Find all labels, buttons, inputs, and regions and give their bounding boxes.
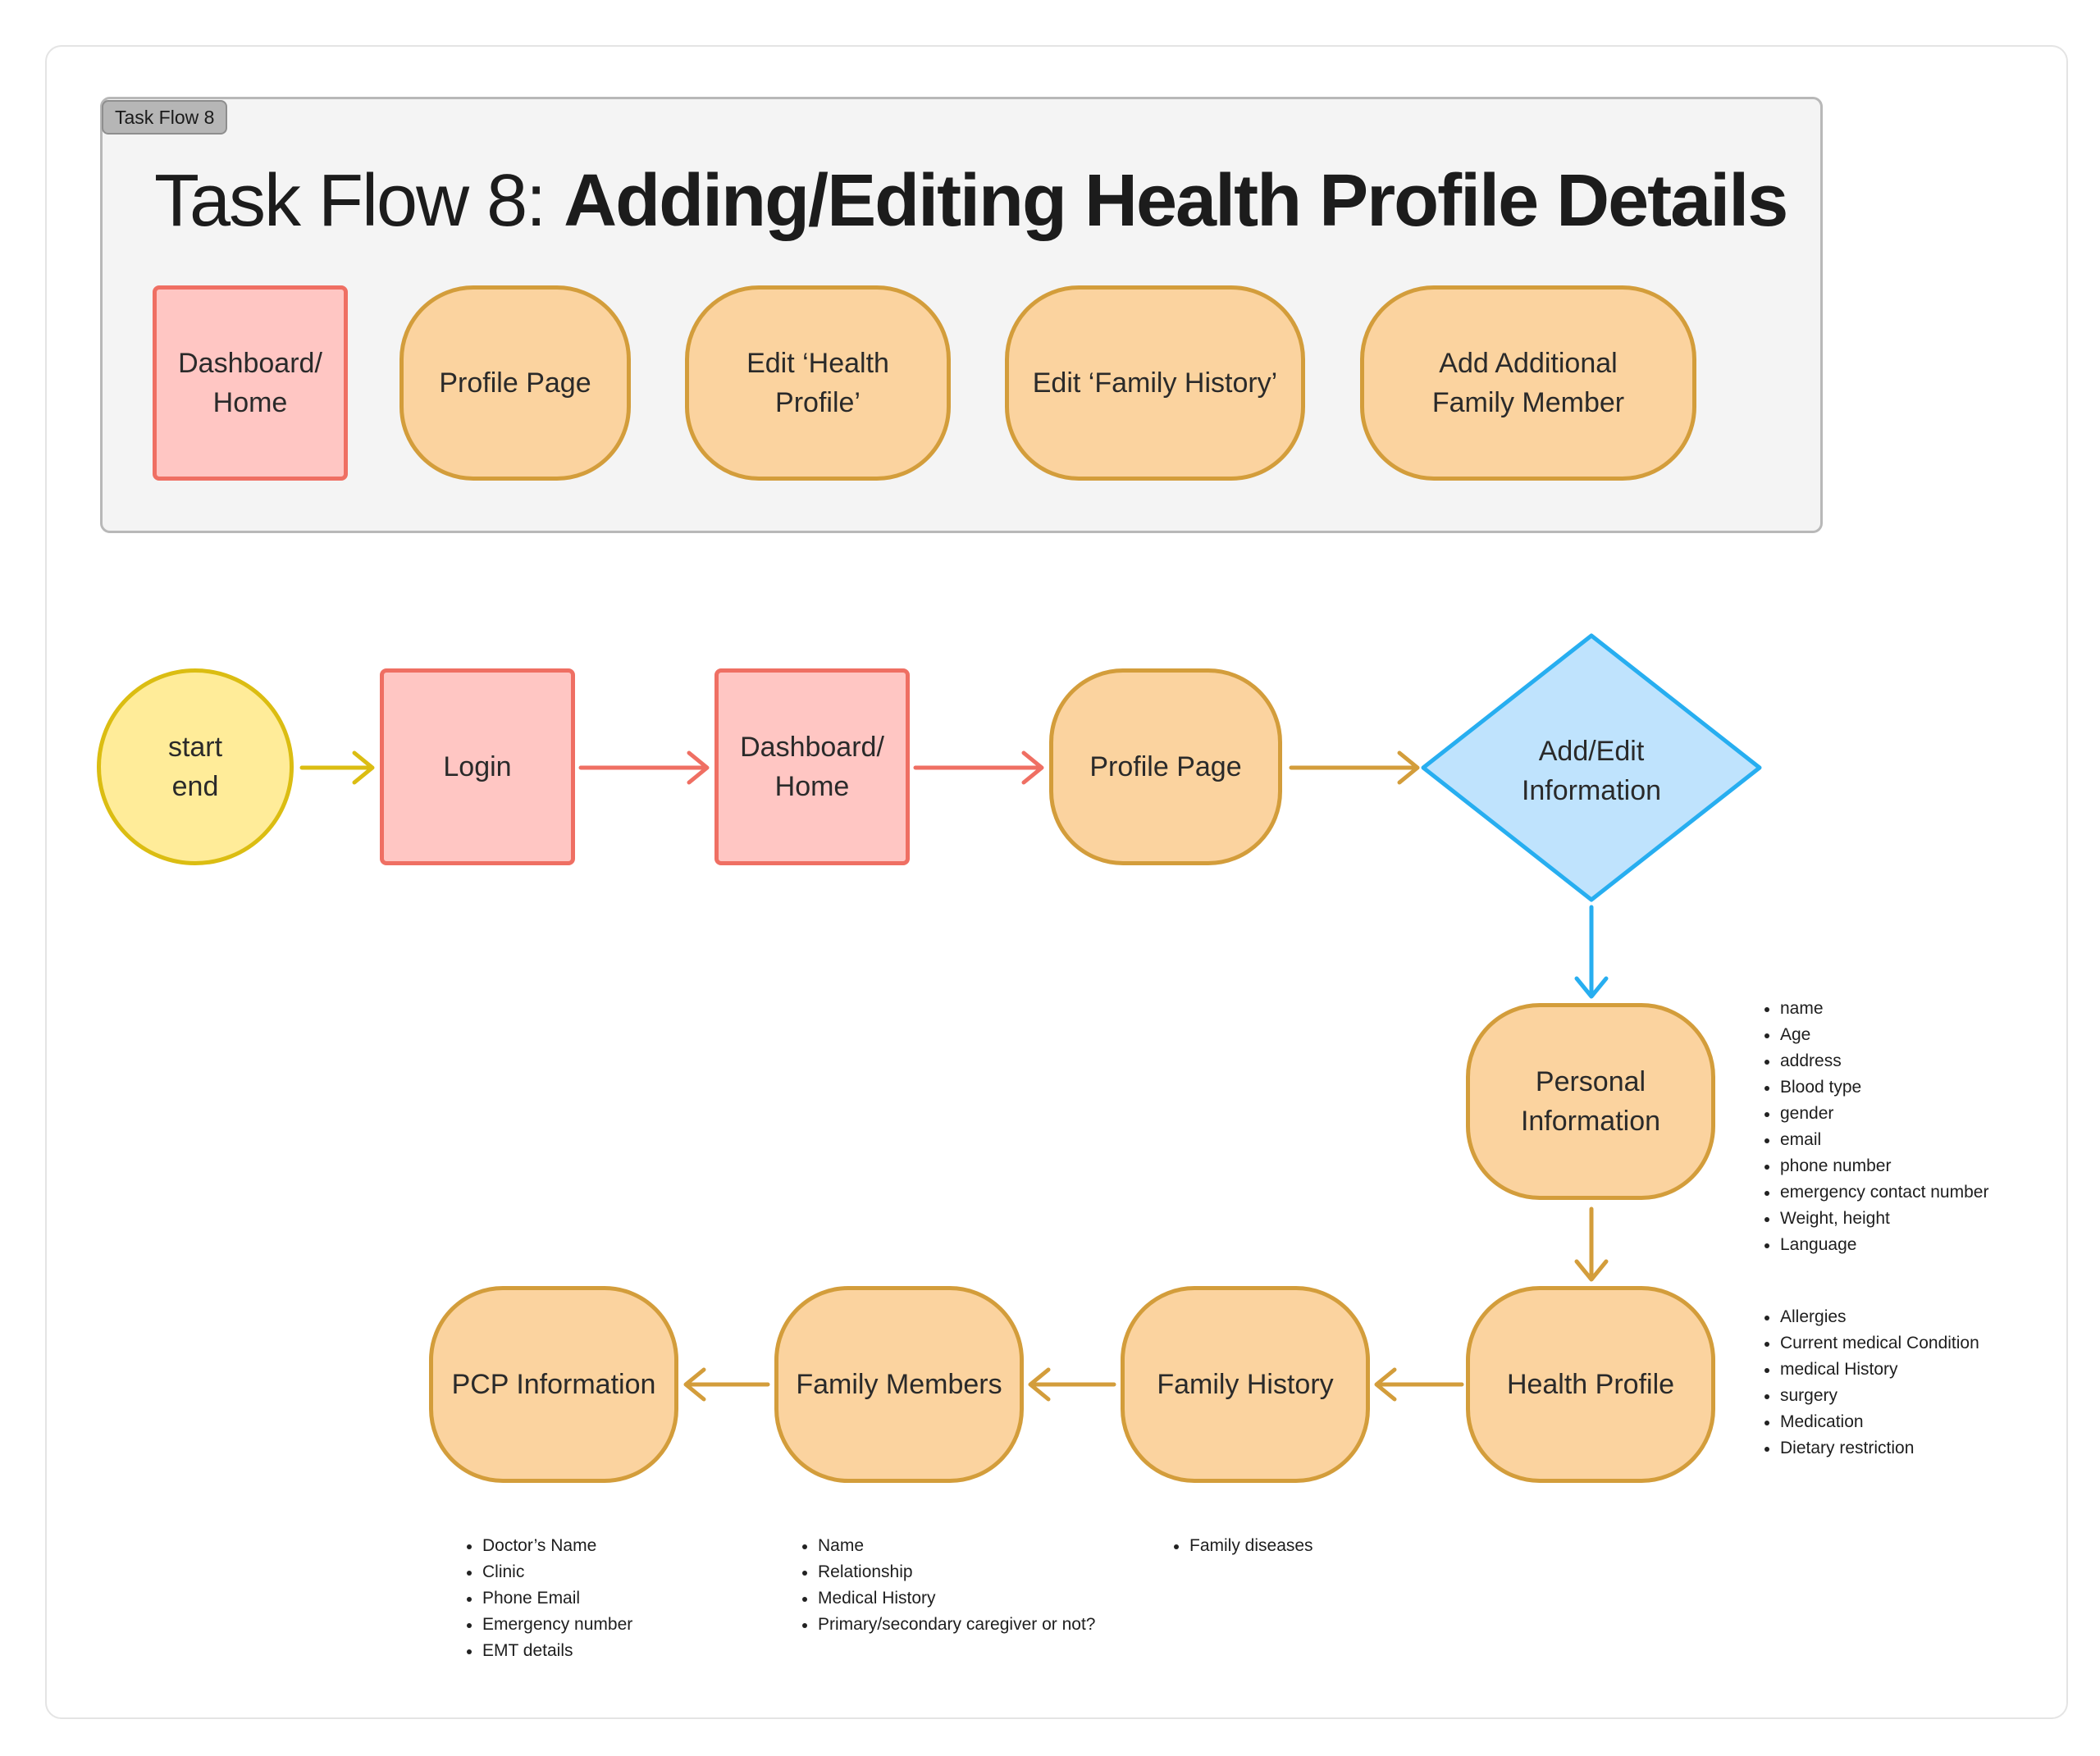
arrow-profile-to-decision (1289, 750, 1420, 785)
arrow-login-to-dashboard (578, 750, 710, 785)
node-label: Dashboard/Home (178, 348, 322, 418)
note-item: emergency contact number (1762, 1179, 1988, 1206)
note-item: Medication (1762, 1409, 1979, 1435)
dashboard-home-node[interactable]: Dashboard/Home (714, 668, 910, 865)
family-history-notes: Family diseases (1171, 1533, 1313, 1559)
section-tag[interactable]: Task Flow 8 (102, 100, 228, 135)
arrow-personal-to-health (1574, 1206, 1609, 1282)
note-item: surgery (1762, 1383, 1979, 1409)
note-item: Family diseases (1171, 1533, 1313, 1559)
title-main: Adding/Editing Health Profile Details (564, 160, 1788, 242)
login-node[interactable]: Login (380, 668, 575, 865)
note-item: address (1762, 1048, 1988, 1074)
add-edit-decision-diamond (1421, 633, 1762, 902)
node-label: Login (443, 751, 512, 782)
note-item: Emergency number (464, 1612, 632, 1638)
note-item: Doctor’s Name (464, 1533, 632, 1559)
legend-edit-health-profile[interactable]: Edit ‘Health Profile’ (685, 285, 951, 481)
note-item: name (1762, 996, 1988, 1022)
note-item: EMT details (464, 1638, 632, 1664)
note-item: Blood type (1762, 1074, 1988, 1101)
node-label: Edit ‘Health Profile’ (746, 348, 889, 418)
node-label: Family Members (796, 1369, 1002, 1400)
note-item: Dietary restriction (1762, 1435, 1979, 1462)
node-label: PCP Information (451, 1369, 656, 1400)
node-label: Health Profile (1506, 1369, 1675, 1400)
note-item: Language (1762, 1232, 1988, 1258)
note-item: medical History (1762, 1357, 1979, 1383)
page-title: Task Flow 8: Adding/Editing Health Profi… (154, 156, 1788, 246)
pcp-information-node[interactable]: PCP Information (429, 1286, 678, 1483)
note-item: Primary/secondary caregiver or not? (800, 1612, 1095, 1638)
note-item: Medical History (800, 1585, 1095, 1612)
health-profile-node[interactable]: Health Profile (1466, 1286, 1715, 1483)
profile-page-node[interactable]: Profile Page (1049, 668, 1282, 865)
arrow-members-to-pcp (683, 1367, 770, 1402)
arrow-decision-to-personal (1574, 905, 1609, 999)
note-item: phone number (1762, 1153, 1988, 1179)
note-item: Weight, height (1762, 1206, 1988, 1232)
note-item: Clinic (464, 1559, 632, 1585)
note-item: Phone Email (464, 1585, 632, 1612)
note-item: Age (1762, 1022, 1988, 1048)
node-label: Profile Page (1089, 751, 1242, 782)
legend-profile-page[interactable]: Profile Page (399, 285, 631, 481)
note-item: Allergies (1762, 1304, 1979, 1330)
node-label: Edit ‘Family History’ (1032, 367, 1278, 399)
legend-dashboard-home[interactable]: Dashboard/Home (153, 285, 348, 481)
arrow-dashboard-to-profile (913, 750, 1044, 785)
arrow-family-history-to-members (1028, 1367, 1116, 1402)
title-prefix: Task Flow 8: (154, 160, 564, 242)
note-item: gender (1762, 1101, 1988, 1127)
family-history-node[interactable]: Family History (1121, 1286, 1370, 1483)
note-item: Name (800, 1533, 1095, 1559)
note-item: email (1762, 1127, 1988, 1153)
arrow-health-to-family-history (1374, 1367, 1464, 1402)
node-label: Profile Page (439, 367, 591, 399)
legend-edit-family-history[interactable]: Edit ‘Family History’ (1005, 285, 1305, 481)
note-item: Current medical Condition (1762, 1330, 1979, 1357)
node-label: Dashboard/Home (740, 732, 884, 802)
note-item: Relationship (800, 1559, 1095, 1585)
family-members-node[interactable]: Family Members (774, 1286, 1024, 1483)
node-label: Family History (1157, 1369, 1334, 1400)
arrow-start-to-login (299, 750, 375, 785)
